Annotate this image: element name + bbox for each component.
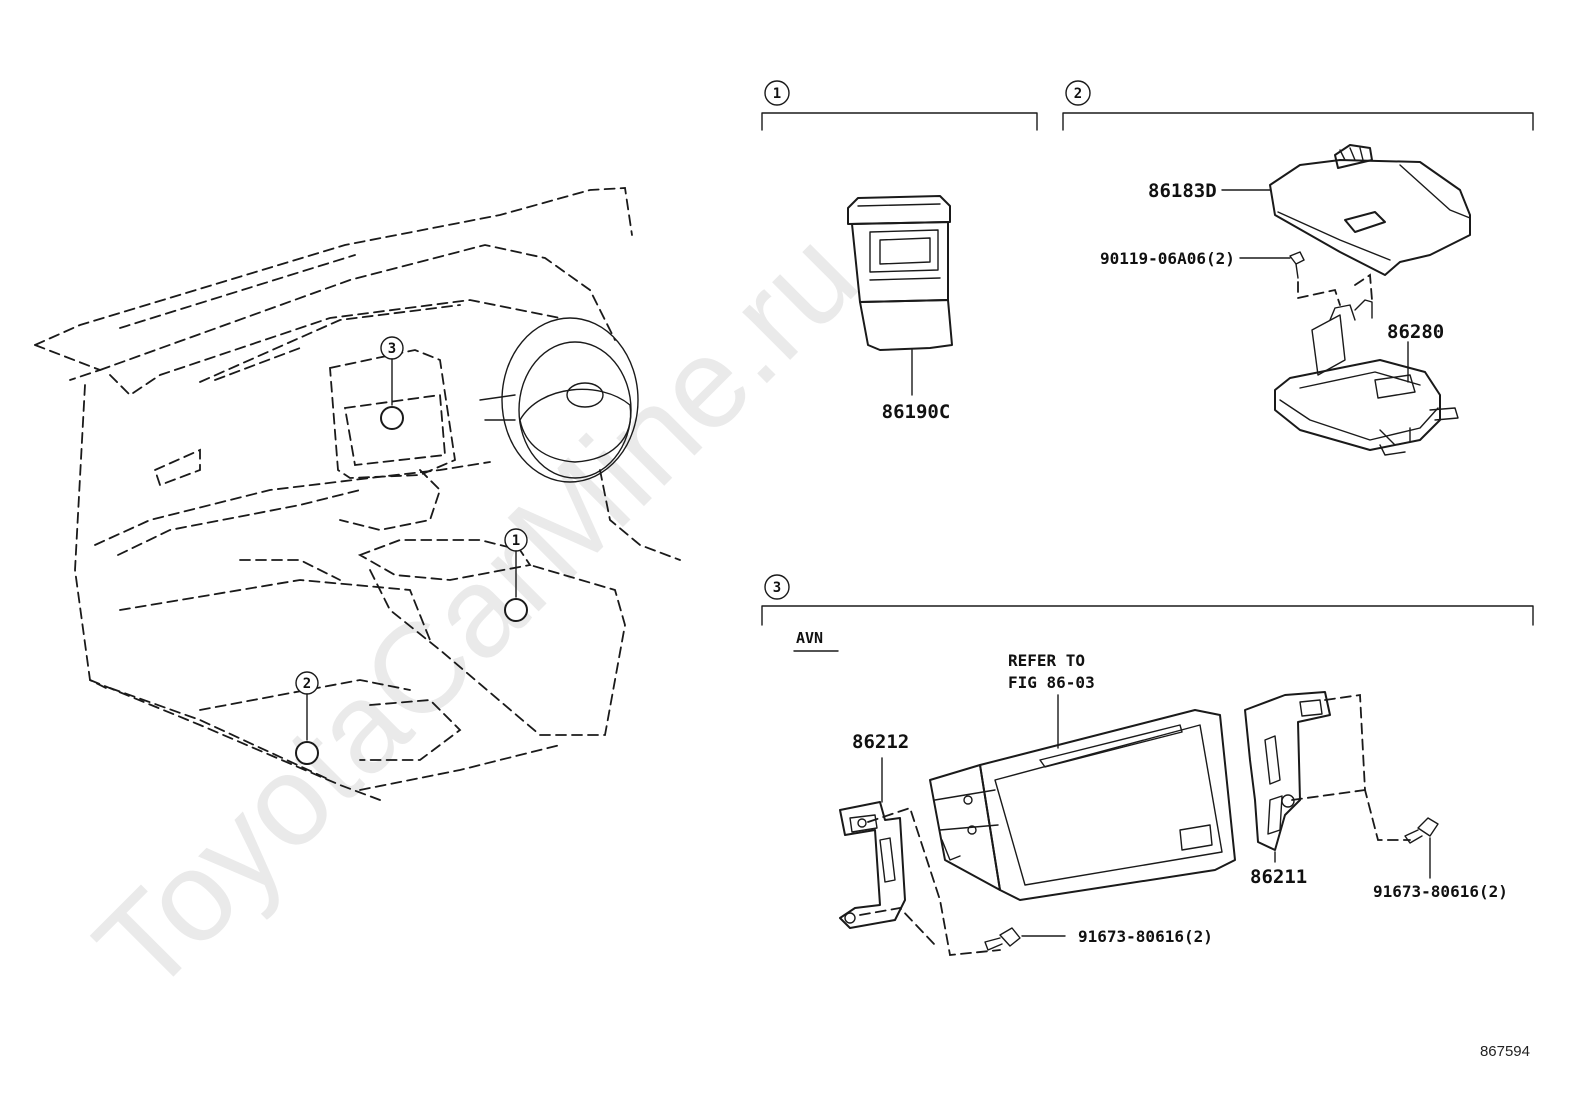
- refer-note-line-1[interactable]: REFER TO: [1008, 651, 1085, 670]
- location-2-number: 2: [303, 676, 311, 692]
- part-86183D-cover[interactable]: [1221, 144, 1471, 276]
- part-number-86212[interactable]: 86212: [852, 731, 909, 753]
- part-number-91673-80616-right[interactable]: 91673-80616(2): [1373, 882, 1508, 901]
- avn-label: AVN: [796, 629, 823, 647]
- part-number-86183D[interactable]: 86183D: [1148, 180, 1217, 202]
- part-number-90119-06A06[interactable]: 90119-06A06(2): [1100, 249, 1235, 268]
- part-number-86211[interactable]: 86211: [1250, 866, 1307, 888]
- part-91673-screw-right[interactable]: [1404, 817, 1439, 879]
- location-2-marker[interactable]: 2: [295, 671, 319, 765]
- part-number-86280[interactable]: 86280: [1387, 321, 1444, 343]
- avn-head-unit[interactable]: [929, 709, 1236, 901]
- section-2-number: 2: [1074, 86, 1082, 102]
- part-number-91673-80616-left[interactable]: 91673-80616(2): [1078, 927, 1213, 946]
- part-86190C-switch[interactable]: [847, 195, 953, 396]
- location-1-marker[interactable]: 1: [504, 528, 528, 622]
- part-90119-screw[interactable]: [1239, 251, 1305, 279]
- location-3-marker[interactable]: 3: [380, 336, 404, 430]
- location-3-number: 3: [388, 341, 396, 357]
- part-86211-bracket[interactable]: [1244, 691, 1411, 863]
- figure-number: 867594: [1480, 1043, 1530, 1060]
- section-1-number: 1: [773, 86, 781, 102]
- part-number-86190C[interactable]: 86190C: [882, 401, 951, 423]
- refer-note-line-2[interactable]: FIG 86-03: [1008, 673, 1095, 692]
- part-86212-bracket[interactable]: [839, 757, 1001, 956]
- dashboard-overview-illustration: [34, 187, 681, 801]
- part-86280-module[interactable]: [1274, 273, 1459, 456]
- section-2-bracket: 2: [1062, 80, 1534, 131]
- part-91673-screw-left[interactable]: [984, 927, 1066, 951]
- section-3-number: 3: [773, 580, 781, 596]
- location-1-number: 1: [512, 533, 520, 549]
- section-3-bracket: 3: [761, 574, 1534, 626]
- section-1-bracket: 1: [761, 80, 1038, 131]
